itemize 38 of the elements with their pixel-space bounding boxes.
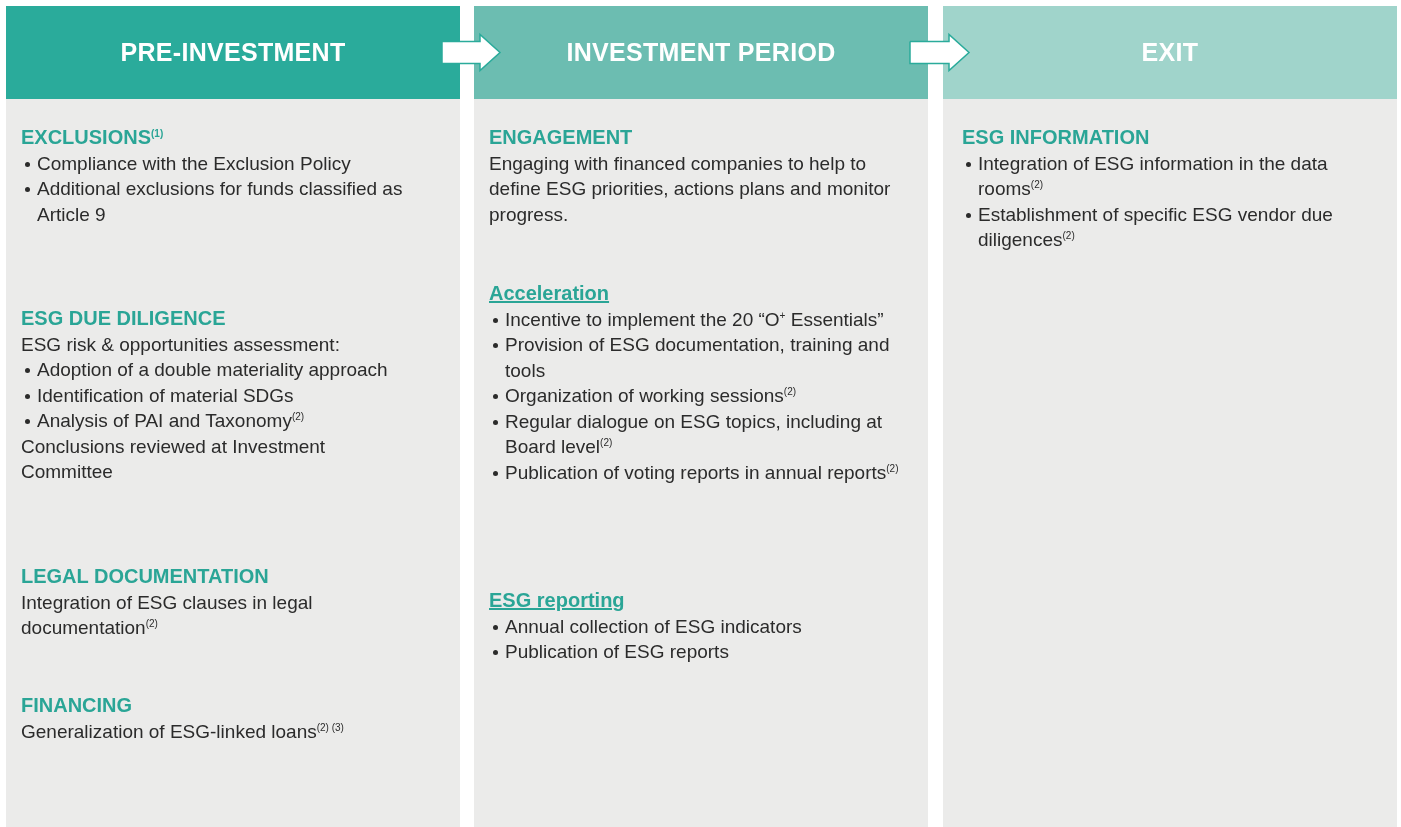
section-heading: FINANCING <box>21 693 134 718</box>
section-heading: ESG reporting <box>489 588 626 613</box>
section-heading: LEGAL DOCUMENTATION <box>21 564 270 589</box>
bullet-item: Analysis of PAI and Taxonomy$^{(2)}$ <box>21 408 421 434</box>
bullet-item: Additional exclusions for funds classified as Article 9 <box>21 176 441 227</box>
description-text: ESG risk & opportunities assessment: <box>21 332 341 357</box>
phase-header <box>943 6 1397 99</box>
description-text: Engaging with financed companies to help to define ESG priorities, actions plans and monitor progress. <box>489 151 892 227</box>
description-text: Integration of ESG clauses in legal documentation$^{(2)}$ <box>21 590 314 640</box>
bullet-item: Identification of material SDGs <box>21 382 421 408</box>
description-text: Generalization of ESG-linked loans$^{(2) (3)}$ <box>21 719 345 744</box>
column-panel <box>6 99 460 827</box>
bullet-item: Incentive to implement the 20 “O$^{+}$ Essentials” <box>489 306 909 332</box>
description-text: Conclusions reviewed at Investment Committee <box>21 434 327 484</box>
phase-header <box>6 6 460 99</box>
section-heading: EXCLUSIONS$^{(1)}$ <box>21 125 165 150</box>
column-panel <box>943 99 1397 827</box>
bullet-item: Regular dialogue on ESG topics, including at Board level$^{(2)}$ <box>489 408 909 460</box>
section-heading: Acceleration <box>489 281 611 306</box>
phase-title: INVESTMENT PERIOD <box>566 38 836 67</box>
section-heading: ENGAGEMENT <box>489 125 634 150</box>
phase-title: EXIT <box>1141 38 1199 67</box>
section-heading: ESG INFORMATION <box>962 125 1151 150</box>
bullet-item: Integration of ESG information in the data rooms$^{(2)}$ <box>962 150 1392 202</box>
phase-title: PRE-INVESTMENT <box>120 38 346 67</box>
bullet-item: Adoption of a double materiality approach <box>21 357 421 383</box>
block-arrow <box>909 32 971 73</box>
bullet-item: Provision of ESG documentation, training and tools <box>489 332 909 383</box>
section-heading: ESG DUE DILIGENCE <box>21 306 227 331</box>
phase-header <box>474 6 928 99</box>
bullet-item: Publication of ESG reports <box>489 639 909 665</box>
column-panel <box>474 99 928 827</box>
bullet-item: Publication of voting reports in annual reports$^{(2)}$ <box>489 459 909 485</box>
block-arrow <box>441 32 502 73</box>
bullet-item: Compliance with the Exclusion Policy <box>21 150 441 176</box>
bullet-item: Organization of working sessions$^{(2)}$ <box>489 383 909 409</box>
bullet-item: Establishment of specific ESG vendor due diligences$^{(2)}$ <box>962 201 1392 253</box>
bullet-item: Annual collection of ESG indicators <box>489 613 909 639</box>
